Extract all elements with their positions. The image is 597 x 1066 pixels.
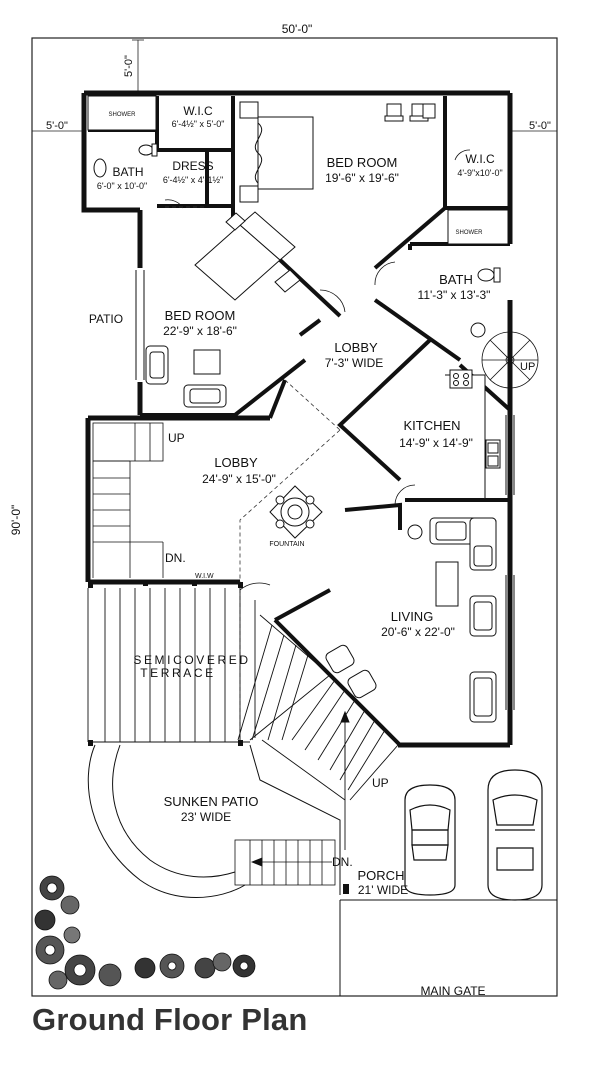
- terrace-label-2: TERRACE: [140, 666, 216, 680]
- porch-label: PORCH: [358, 868, 405, 883]
- depth-dimension: 90'-0": [9, 505, 23, 536]
- bed2-icon: [194, 211, 301, 301]
- wic2-size: 4'-9"x10'-0": [457, 168, 502, 178]
- car2-icon: [487, 769, 543, 901]
- sunken-patio-label: SUNKEN PATIO: [164, 794, 259, 809]
- lobby1-size: 7'-3" WIDE: [325, 356, 384, 370]
- fountain-icon: [269, 485, 323, 539]
- living-size: 20'-6" x 22'-0": [381, 625, 455, 639]
- bath2-label: BATH: [439, 272, 473, 287]
- terrace-label: SEMICOVERED: [133, 653, 250, 667]
- bath-fixtures: [87, 95, 509, 338]
- shower1-label: SHOWER: [109, 112, 137, 118]
- front-setback-marker: [132, 39, 144, 92]
- spiral-up-label: UP: [520, 361, 535, 373]
- wic1-size: 6'-4½" x 5'-0": [172, 119, 225, 129]
- plants-icon: [34, 875, 256, 990]
- fountain-label: FOUNTAIN: [269, 541, 304, 548]
- right-setback: 5'-0": [529, 120, 551, 132]
- kitchen-label: KITCHEN: [403, 418, 460, 433]
- lobby-dn-label: DN.: [165, 551, 186, 565]
- page-title: Ground Floor Plan: [32, 1002, 308, 1037]
- porch-size: 21' WIDE: [358, 883, 408, 897]
- main-gate-label: MAIN GATE: [420, 984, 485, 998]
- bedroom2-label: BED ROOM: [165, 308, 236, 323]
- lobby2-size: 24'-9" x 15'-0": [202, 472, 276, 486]
- kitchen-counter: [445, 369, 501, 500]
- sunken-patio-curve: [87, 744, 341, 898]
- wiw-label: W.I.W: [195, 573, 214, 580]
- porch-stairs: [234, 839, 336, 886]
- bedroom1-size: 19'-6" x 19'-6": [325, 171, 399, 185]
- lobby2-label: LOBBY: [214, 455, 258, 470]
- kitchen-size: 14'-9" x 14'-9": [399, 436, 473, 450]
- lobby1-label: LOBBY: [334, 340, 378, 355]
- spiral-stair: [481, 331, 539, 389]
- front-steps: [237, 614, 399, 850]
- living-label: LIVING: [391, 609, 434, 624]
- porch-dn-label: DN.: [332, 855, 353, 869]
- front-setback: 5'-0": [123, 55, 135, 77]
- bedroom1-label: BED ROOM: [327, 155, 398, 170]
- lobby-stairs: [92, 422, 164, 578]
- terrace-chairs-icon: [325, 644, 377, 699]
- bedroom2-size: 22'-9" x 18'-6": [163, 324, 237, 338]
- width-dimension: 50'-0": [282, 22, 313, 36]
- bath1-size: 6'-0" x 10'-0": [97, 181, 147, 191]
- stair-arrow: [340, 710, 350, 770]
- shower2-label: SHOWER: [456, 230, 484, 236]
- bath1-label: BATH: [112, 165, 143, 179]
- terrace-pergola: [87, 588, 256, 743]
- left-setback: 5'-0": [46, 120, 68, 132]
- bed-icon: [239, 101, 314, 203]
- wic1-label: W.I.C: [183, 104, 213, 118]
- lobby-up-label: UP: [168, 431, 185, 445]
- porch-boundary: [339, 899, 557, 996]
- sunken-patio-size: 23' WIDE: [181, 810, 231, 824]
- car-icon: [404, 784, 456, 896]
- sofa-icon: [145, 345, 227, 408]
- dress-label: DRESS: [172, 159, 213, 173]
- living-sofa-icon: [407, 517, 497, 723]
- bath2-size: 11'-3" x 13'-3": [418, 288, 491, 302]
- wic2-label: W.I.C: [465, 152, 495, 166]
- patio-label: PATIO: [89, 312, 123, 326]
- dress-size: 6'-4½" x 4'-1½": [163, 175, 223, 185]
- chairs-icon: [384, 103, 436, 122]
- steps-up-label: UP: [372, 776, 389, 790]
